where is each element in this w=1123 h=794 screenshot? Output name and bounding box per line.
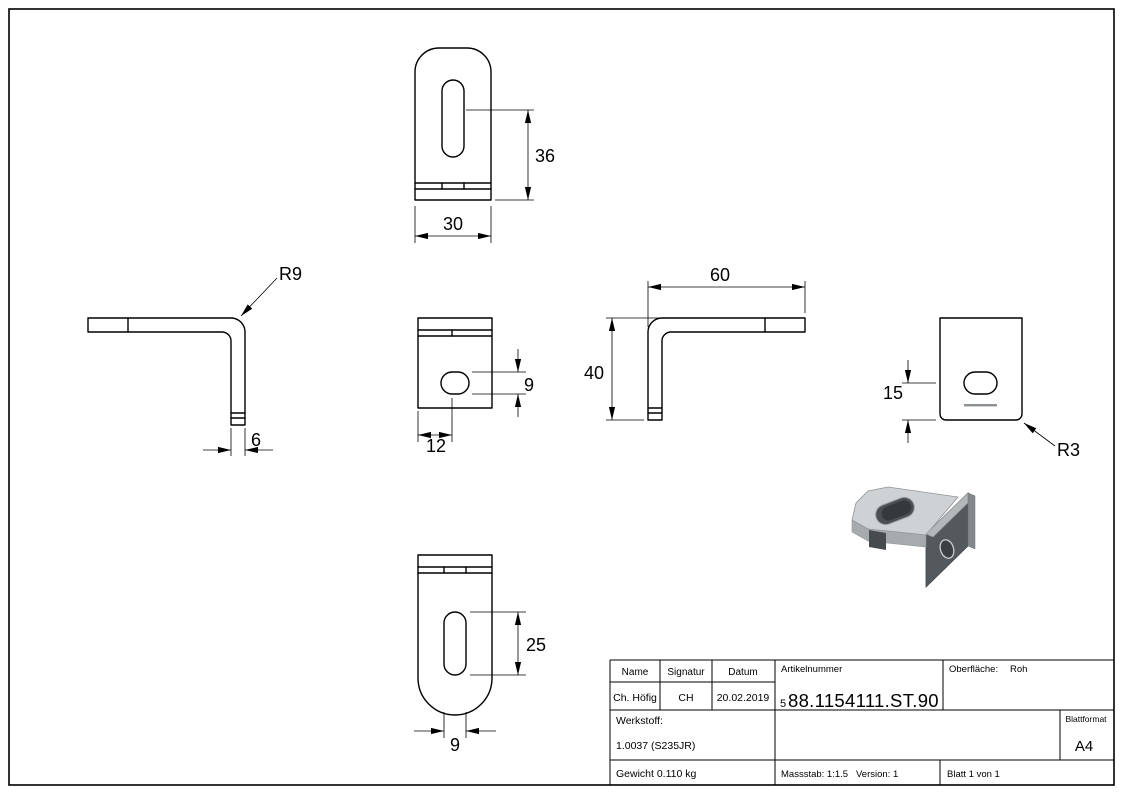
dim-plan-hole-offset-text: 12 [426, 436, 446, 456]
radius-r9-text: R9 [279, 264, 302, 284]
dim-bottom-slot-width-text: 9 [450, 735, 460, 755]
front-slot [441, 79, 465, 158]
dim-side-height-text: 40 [584, 363, 604, 383]
front-view [414, 47, 492, 201]
blattformat-value: A4 [1075, 738, 1093, 755]
dimension-front-height: 36 [466, 109, 555, 201]
dimension-front-width: 30 [414, 206, 492, 243]
radius-callout-r3: R3 [1023, 422, 1080, 460]
dim-plan-hole-height-text: 9 [524, 375, 534, 395]
right-side-outline [647, 317, 806, 421]
bottom-slot [443, 611, 467, 676]
artikelnummer-prefix: 5 [780, 698, 786, 710]
iso-hole [939, 539, 955, 559]
oberflaeche-label: Oberfläche: [949, 664, 998, 675]
dim-front-width-text: 30 [443, 214, 463, 234]
right-side-view [647, 317, 806, 421]
front-outline [414, 47, 492, 201]
detail-hole [963, 371, 998, 395]
werkstoff-value: 1.0037 (S235JR) [616, 740, 695, 752]
name-label: Name [622, 667, 649, 678]
iso-slot-notch [869, 530, 886, 550]
oberflaeche-value: Roh [1010, 664, 1027, 675]
dimension-bottom-slot-width: 9 [414, 712, 496, 755]
title-block: Name Signatur Datum Artikelnummer Oberfl… [609, 659, 1114, 785]
detail-view [939, 317, 1023, 421]
iso-top-slot [875, 496, 915, 526]
name-value: Ch. Höfig [613, 692, 657, 704]
gewicht-value: Gewicht 0.110 kg [616, 768, 697, 780]
dimension-side-length: 60 [647, 265, 806, 327]
artikelnummer-value: 88.1154111.ST.90 [788, 690, 939, 711]
dim-detail-offset-text: 15 [883, 383, 903, 403]
radius-callout-r9: R9 [240, 264, 302, 317]
drawing-frame [8, 8, 1115, 786]
datum-value: 20.02.2019 [717, 692, 770, 704]
signatur-value: CH [678, 692, 693, 704]
iso-plate-right-edge [967, 492, 976, 550]
dimension-plan-hole-height: 9 [472, 349, 534, 417]
dimension-left-thickness: 6 [203, 428, 273, 456]
dim-thickness-text: 6 [251, 430, 261, 450]
blattformat-label: Blattformat [1065, 714, 1107, 724]
left-outline [87, 317, 246, 426]
dim-bottom-slot-length-text: 25 [526, 635, 546, 655]
plan-hole [440, 371, 470, 395]
artikelnummer-label: Artikelnummer [781, 664, 842, 675]
werkstoff-label: Werkstoff: [616, 715, 663, 727]
left-side-view [87, 317, 246, 426]
datum-label: Datum [728, 667, 757, 678]
version-value: Version: 1 [856, 769, 898, 780]
dimension-side-height: 40 [584, 317, 659, 421]
dimension-plan-hole-offset: 12 [417, 398, 453, 456]
dim-side-length-text: 60 [710, 265, 730, 285]
isometric-view [851, 486, 976, 588]
signatur-label: Signatur [667, 667, 705, 678]
dim-front-height-text: 36 [535, 146, 555, 166]
radius-r3-text: R3 [1057, 440, 1080, 460]
massstab-value: Massstab: 1:1.5 [781, 769, 848, 780]
dimension-bottom-slot-length: 25 [470, 611, 546, 676]
plan-outline [417, 317, 493, 409]
bottom-view [417, 554, 493, 716]
detail-outline [939, 317, 1023, 421]
part-marking [964, 404, 997, 407]
dimension-detail-offset: 15 [883, 360, 936, 443]
bottom-outline [417, 554, 493, 716]
plan-view [417, 317, 493, 409]
blatt-value: Blatt 1 von 1 [947, 769, 1000, 780]
